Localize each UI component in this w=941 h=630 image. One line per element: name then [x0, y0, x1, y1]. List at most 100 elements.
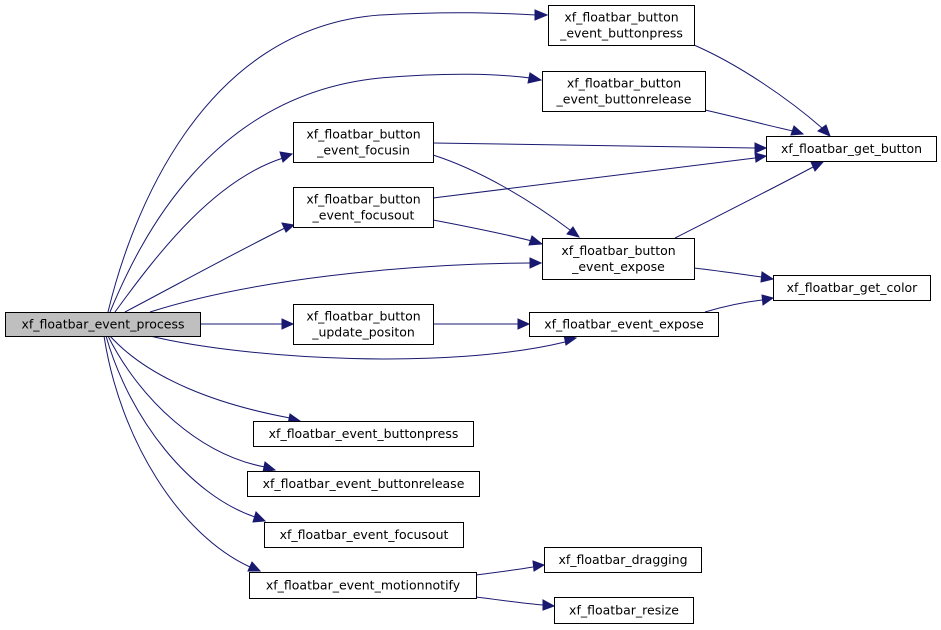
node-box: [544, 547, 702, 573]
arrowhead: [281, 318, 295, 330]
node-box: [548, 5, 695, 46]
node-label: _event_buttonpress: [559, 26, 683, 41]
edge-btn-expose-to-get-button: [674, 161, 825, 239]
arrowhead: [790, 125, 805, 136]
arrowhead: [527, 72, 543, 84]
edge-line: [109, 335, 291, 419]
node-label: xf_floatbar_resize: [569, 603, 679, 618]
edge-line: [432, 157, 756, 199]
edge-line: [693, 44, 823, 129]
edge-event-motionnotify-to-resize: [475, 596, 556, 611]
node-event-expose[interactable]: xf_floatbar_event_expose: [529, 312, 719, 337]
edge-event-process-to-btn-update: [200, 318, 295, 330]
arrowhead: [542, 599, 556, 611]
arrowhead: [817, 124, 831, 137]
node-label: xf_floatbar_get_button: [781, 141, 922, 156]
edge-line: [432, 154, 571, 231]
edge-event-process-to-btn-focusout: [124, 222, 296, 313]
nodes: xf_floatbar_event_process xf_floatbar_but…: [5, 5, 937, 624]
node-label: xf_floatbar_event_focusout: [280, 527, 449, 542]
edge-event-process-to-event-expose: [149, 334, 578, 360]
node-box: [773, 275, 931, 301]
node-btn-focusin[interactable]: xf_floatbar_button_event_focusin: [293, 122, 434, 163]
node-box: [264, 522, 464, 548]
edge-event-process-to-btn-buttonrelease: [109, 72, 543, 313]
node-box: [247, 471, 480, 497]
node-label: _update_positon: [311, 325, 415, 340]
node-btn-buttonrelease[interactable]: xf_floatbar_button_event_buttonrelease: [542, 71, 706, 112]
node-btn-expose[interactable]: xf_floatbar_button_event_expose: [542, 238, 695, 280]
node-box: [529, 312, 719, 337]
arrowhead: [252, 511, 267, 523]
edge-line: [149, 262, 531, 313]
arrowhead: [532, 560, 546, 572]
edge-line: [114, 157, 284, 313]
arrowhead: [754, 152, 768, 163]
edge-line: [674, 166, 814, 239]
node-get-button[interactable]: xf_floatbar_get_button: [766, 136, 937, 162]
node-box: [253, 421, 474, 447]
edge-line: [693, 267, 763, 278]
edge-event-process-to-event-motionnotify: [103, 335, 262, 572]
node-label: _event_focusin: [316, 143, 410, 158]
node-box: [766, 136, 937, 162]
arrowhead: [566, 226, 581, 238]
node-event-motionnotify[interactable]: xf_floatbar_event_motionnotify: [249, 572, 477, 599]
node-btn-update[interactable]: xf_floatbar_button_update_positon: [293, 304, 434, 345]
node-event-buttonrelease[interactable]: xf_floatbar_event_buttonrelease: [247, 471, 480, 497]
node-box: [293, 304, 434, 345]
node-label: _event_expose: [571, 259, 665, 274]
node-box: [542, 238, 695, 280]
edge-line: [432, 142, 756, 149]
node-box: [5, 312, 201, 337]
arrowhead: [262, 461, 277, 473]
edge-line: [149, 335, 566, 360]
edge-btn-focusout-to-get-button: [432, 152, 768, 199]
node-get-color[interactable]: xf_floatbar_get_color: [773, 275, 931, 301]
edge-line: [109, 73, 531, 313]
node-label: _event_buttonrelease: [556, 92, 692, 107]
edge-btn-buttonrelease-to-get-button: [704, 109, 805, 136]
arrowhead: [810, 161, 825, 172]
node-btn-buttonpress[interactable]: xf_floatbar_button_event_buttonpress: [548, 5, 695, 46]
edge-line: [103, 335, 251, 568]
node-label: xf_floatbar_event_buttonpress: [269, 426, 459, 441]
edge-line: [475, 566, 534, 576]
node-event-buttonpress[interactable]: xf_floatbar_event_buttonpress: [253, 421, 474, 447]
node-resize[interactable]: xf_floatbar_resize: [554, 597, 694, 624]
edge-btn-buttonpress-to-get-button: [693, 44, 831, 137]
edge-btn-focusin-to-get-button: [432, 142, 768, 154]
node-event-process[interactable]: xf_floatbar_event_process: [5, 312, 201, 337]
node-label: xf_floatbar_button: [561, 243, 675, 258]
node-box: [249, 572, 477, 599]
edge-event-process-to-btn-focusin: [114, 151, 294, 313]
edge-line: [475, 596, 544, 606]
edge-line: [107, 335, 266, 468]
arrowhead: [529, 257, 543, 269]
edge-btn-focusout-to-btn-expose: [432, 219, 544, 246]
edge-event-process-to-event-focusout: [105, 335, 267, 523]
node-box: [293, 187, 434, 228]
node-btn-focusout[interactable]: xf_floatbar_button_event_focusout: [293, 187, 434, 228]
node-label: xf_floatbar_dragging: [558, 552, 687, 567]
node-label: _event_focusout: [312, 208, 415, 223]
edge-line: [704, 109, 794, 132]
node-label: xf_floatbar_event_motionnotify: [266, 578, 461, 593]
arrowhead: [279, 151, 294, 163]
edges: [103, 9, 831, 611]
node-box: [293, 122, 434, 163]
edge-line: [704, 299, 763, 313]
node-dragging[interactable]: xf_floatbar_dragging: [544, 547, 702, 573]
arrowhead: [517, 318, 531, 330]
node-label: xf_floatbar_button: [306, 192, 420, 207]
arrowhead: [534, 9, 549, 21]
node-label: xf_floatbar_button: [564, 10, 678, 25]
arrowhead: [754, 142, 768, 154]
edge-line: [124, 227, 286, 313]
edge-event-process-to-btn-expose: [149, 257, 543, 313]
arrowhead: [761, 294, 775, 306]
node-label: xf_floatbar_button: [567, 76, 681, 91]
edge-btn-focusin-to-btn-expose: [432, 154, 581, 238]
node-event-focusout[interactable]: xf_floatbar_event_focusout: [264, 522, 464, 548]
